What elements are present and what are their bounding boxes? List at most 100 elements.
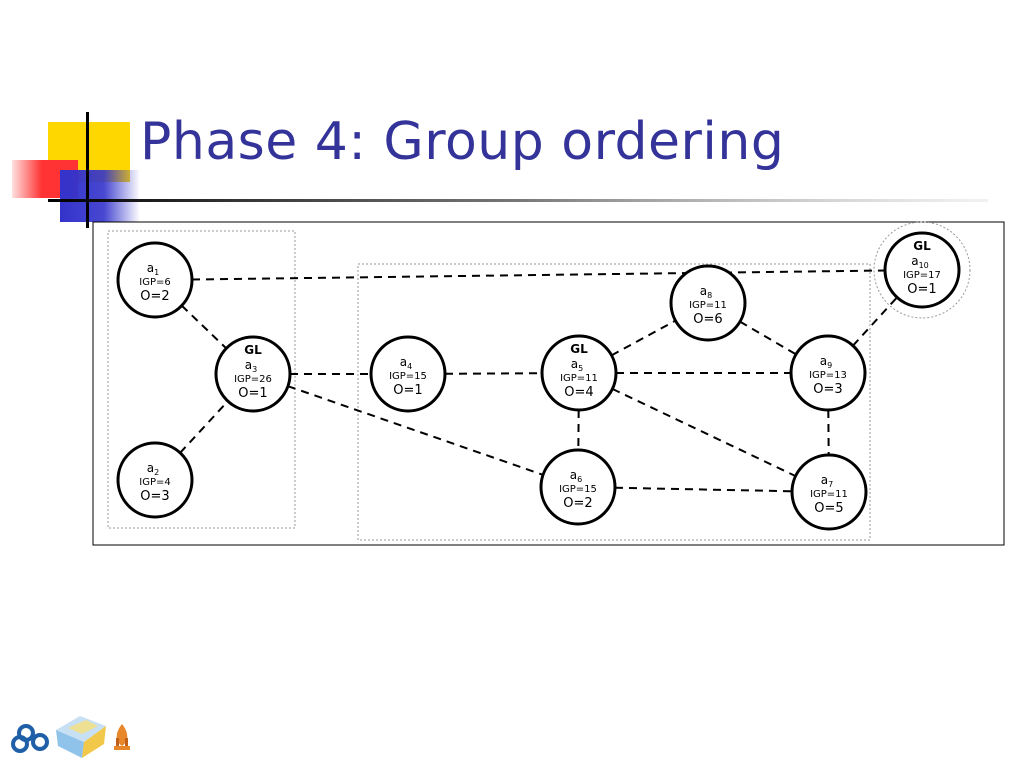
blue-bar <box>60 170 140 222</box>
node-circle <box>116 241 194 319</box>
node-order: O=2 <box>563 496 592 511</box>
node-name-letter: a <box>820 354 827 368</box>
node-circle <box>883 231 961 309</box>
node-igp: IGP=13 <box>809 370 847 381</box>
node-name-letter: a <box>400 355 407 369</box>
nodes: a1IGP=6O=2a2IGP=4O=3GLa3IGP=26O=1a4IGP=1… <box>116 231 961 531</box>
node-name-letter: a <box>700 284 707 298</box>
node-name-subscript: 1 <box>154 268 159 277</box>
node-igp: IGP=6 <box>139 277 170 288</box>
node-order: O=5 <box>814 501 843 516</box>
node-circle <box>539 448 617 526</box>
edge-a2-a3 <box>179 400 229 454</box>
node-order: O=1 <box>393 383 422 398</box>
node-gl-label: GL <box>244 343 262 357</box>
node-name: a4 <box>400 355 412 371</box>
node-name: a3 <box>245 358 257 374</box>
node-order: O=6 <box>693 312 722 327</box>
node-igp: IGP=15 <box>389 371 427 382</box>
node-name-letter: a <box>911 254 918 268</box>
node-name-letter: a <box>147 261 154 275</box>
node-name-subscript: 3 <box>252 365 257 374</box>
node-igp: IGP=4 <box>139 477 170 488</box>
node-name-subscript: 5 <box>578 364 583 373</box>
edges <box>179 269 898 493</box>
cube-logo-icon <box>56 716 106 758</box>
node-igp: IGP=15 <box>559 484 597 495</box>
node-name-letter: a <box>147 461 154 475</box>
node-order: O=2 <box>140 289 169 304</box>
node-circle <box>369 335 447 413</box>
diagram-frame <box>92 221 1005 546</box>
node-igp: IGP=11 <box>810 489 848 500</box>
group-box-3 <box>873 221 971 319</box>
node-gl-label: GL <box>913 239 931 253</box>
node-name: a2 <box>147 461 159 477</box>
node-order: O=1 <box>238 386 267 401</box>
edge-a9-a10 <box>852 296 898 347</box>
cluster-logo-icon <box>11 724 49 753</box>
node-name-letter: a <box>821 473 828 487</box>
node-name-letter: a <box>571 357 578 371</box>
node-order: O=4 <box>564 385 593 400</box>
edge-a5-a8 <box>611 319 676 357</box>
node-circle <box>540 334 618 412</box>
edge-a4-a5 <box>444 372 543 375</box>
node-name: a9 <box>820 354 832 370</box>
node-igp: IGP=26 <box>234 374 272 385</box>
node-name-subscript: 8 <box>707 291 712 300</box>
edge-a1-a10 <box>191 269 886 281</box>
edge-a3-a6 <box>287 385 544 476</box>
node-order: O=3 <box>140 489 169 504</box>
node-name-subscript: 2 <box>154 468 159 477</box>
node-name: a5 <box>571 357 583 373</box>
node-order: O=1 <box>907 282 936 297</box>
node-name-letter: a <box>245 358 252 372</box>
node-name-letter: a <box>570 468 577 482</box>
node-igp: IGP=11 <box>689 300 727 311</box>
node-circle <box>789 334 867 412</box>
edge-a6-a7 <box>614 486 793 493</box>
node-gl-label: GL <box>570 342 588 356</box>
edge-a8-a9 <box>739 320 797 356</box>
group-box-2 <box>357 263 871 541</box>
node-name: a1 <box>147 261 159 277</box>
node-name-subscript: 6 <box>577 475 582 484</box>
title-rule <box>48 199 988 202</box>
node-circle <box>214 335 292 413</box>
node-name-subscript: 10 <box>919 261 929 270</box>
node-igp: IGP=11 <box>560 373 598 384</box>
node-name: a7 <box>821 473 833 489</box>
node-order: O=3 <box>813 382 842 397</box>
node-name: a6 <box>570 468 582 484</box>
node-circle <box>669 264 747 342</box>
slide-title: Phase 4: Group ordering <box>140 112 785 172</box>
node-circle <box>790 453 868 531</box>
vertical-rule <box>86 112 89 228</box>
node-name-subscript: 7 <box>828 480 833 489</box>
flame-logo-icon <box>114 724 130 750</box>
node-igp: IGP=17 <box>903 270 941 281</box>
group-box-1 <box>107 230 296 529</box>
corner-decoration <box>12 112 140 228</box>
node-name-subscript: 9 <box>827 361 832 370</box>
edge-a1-a3 <box>181 304 227 350</box>
node-name: a8 <box>700 284 712 300</box>
edge-a5-a7 <box>611 387 797 478</box>
node-circle <box>116 441 194 519</box>
node-name: a10 <box>911 254 929 270</box>
node-name-subscript: 4 <box>407 362 412 371</box>
